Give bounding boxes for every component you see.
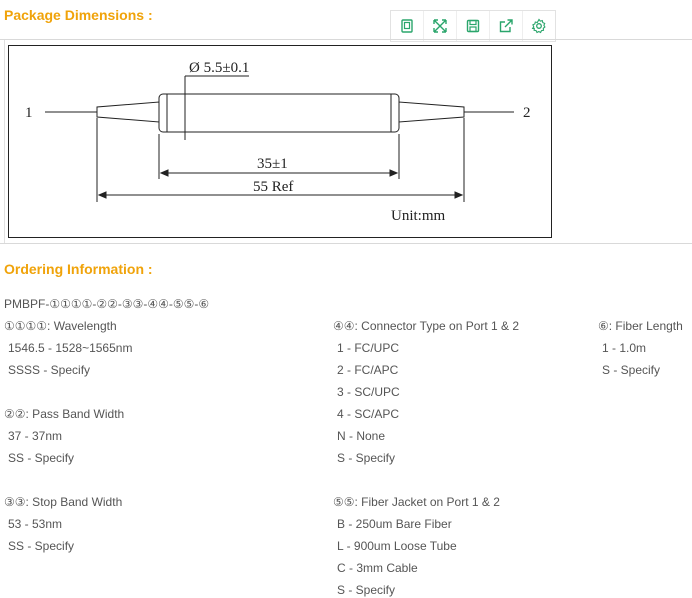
list-item: C - 3mm Cable — [337, 561, 418, 575]
list-item: S - Specify — [337, 583, 396, 597]
save-button[interactable] — [457, 11, 490, 41]
list-item: L - 900um Loose Tube — [337, 539, 457, 553]
list-item: SS - Specify — [8, 539, 75, 553]
list-item: 1 - 1.0m — [602, 341, 647, 355]
boot-left — [96, 101, 160, 123]
package-dimensions-title: Package Dimensions : — [4, 7, 153, 23]
ordering-info-title: Ordering Information : — [4, 261, 153, 277]
zoom-icon — [433, 19, 447, 33]
unit-label: Unit:mm — [391, 208, 446, 224]
chart-toolbar — [390, 10, 556, 42]
pass-band-header: ②②: Pass Band Width — [4, 407, 125, 421]
boot-right — [398, 101, 465, 123]
list-item: 2 - FC/APC — [337, 363, 399, 377]
list-item: S - Specify — [337, 451, 396, 465]
divider-top — [0, 39, 692, 40]
list-item: 3 - SC/UPC — [337, 385, 400, 399]
settings-button[interactable] — [523, 11, 555, 41]
tube-body — [158, 93, 400, 133]
wavelength-header: ①①①①: Wavelength — [4, 319, 117, 333]
length-body-label: 35±1 — [257, 156, 288, 172]
list-item: B - 250um Bare Fiber — [337, 517, 452, 531]
save-icon — [466, 19, 480, 33]
package-drawing-svg: Ø 5.5±0.1 1 2 35±1 55 Ref Unit:mm — [25, 60, 531, 224]
fiber-length-header: ⑥: Fiber Length — [598, 319, 683, 333]
diameter-label: Ø 5.5±0.1 — [189, 60, 249, 76]
divider-bottom — [0, 243, 692, 244]
restore-button[interactable] — [391, 11, 424, 41]
share-button[interactable] — [490, 11, 523, 41]
list-item: N - None — [337, 429, 386, 443]
list-item: SSSS - Specify — [8, 363, 91, 377]
port2-label: 2 — [523, 105, 531, 121]
list-item: 1546.5 - 1528~1565nm — [8, 341, 133, 355]
port1-label: 1 — [25, 105, 33, 121]
connector-header: ④④: Connector Type on Port 1 & 2 — [333, 319, 520, 333]
list-item: 4 - SC/APC — [337, 407, 400, 421]
list-item: 53 - 53nm — [8, 517, 63, 531]
stop-band-header: ③③: Stop Band Width — [4, 495, 123, 509]
list-item: 37 - 37nm — [8, 429, 63, 443]
list-item: S - Specify — [602, 363, 661, 377]
restore-icon — [401, 19, 413, 33]
list-item: SS - Specify — [8, 451, 75, 465]
jacket-header: ⑤⑤: Fiber Jacket on Port 1 & 2 — [333, 495, 500, 509]
settings-icon — [531, 18, 546, 34]
share-icon — [499, 19, 513, 33]
drawing-frame — [4, 40, 692, 243]
list-item: 1 - FC/UPC — [337, 341, 400, 355]
package-drawing: Ø 5.5±0.1 1 2 35±1 55 Ref Unit:mm — [8, 45, 552, 238]
length-total-label: 55 Ref — [253, 179, 293, 195]
zoom-button[interactable] — [424, 11, 457, 41]
part-code: PMBPF-①①①①-②②-③③-④④-⑤⑤-⑥ — [4, 297, 210, 311]
